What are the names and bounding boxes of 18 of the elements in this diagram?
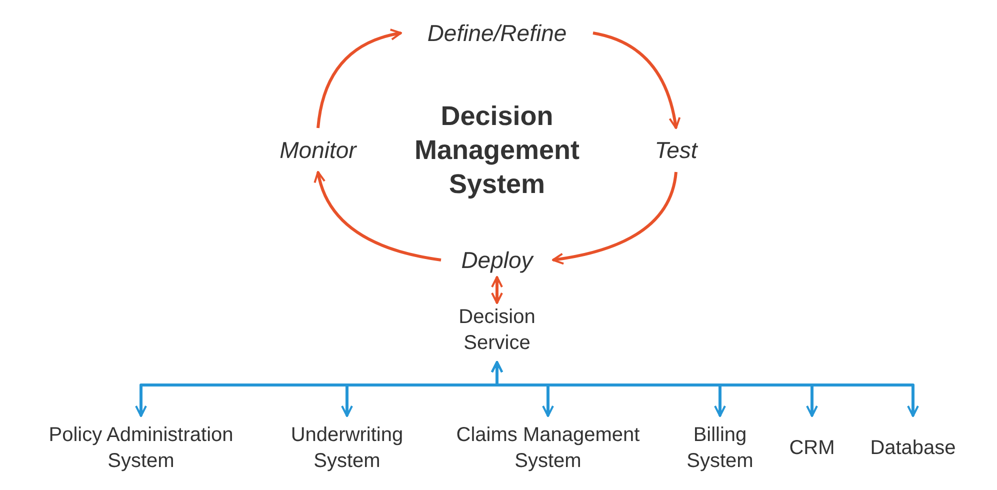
cycle-arrow — [316, 29, 402, 128]
stage-label: Deploy — [461, 246, 533, 275]
cycle-arrow — [592, 32, 680, 129]
service-label: Decision Service — [458, 305, 536, 356]
system-label: Claims Management System — [455, 423, 641, 474]
cycle-arrow — [314, 171, 442, 262]
connector-arrow — [491, 276, 503, 304]
system-label: Database — [870, 436, 956, 461]
stage-label: Monitor — [280, 136, 356, 165]
cycle-arrow — [552, 172, 678, 264]
connector-arrow — [491, 361, 919, 417]
system-label: Policy Administration System — [48, 423, 234, 474]
system-label: CRM — [789, 436, 835, 461]
system-label: Billing System — [686, 423, 754, 474]
system-label: Underwriting System — [290, 423, 404, 474]
stage-label: Define/Refine — [427, 18, 567, 48]
stage-label: Test — [654, 136, 698, 165]
system-title: Decision Management System — [413, 100, 581, 201]
